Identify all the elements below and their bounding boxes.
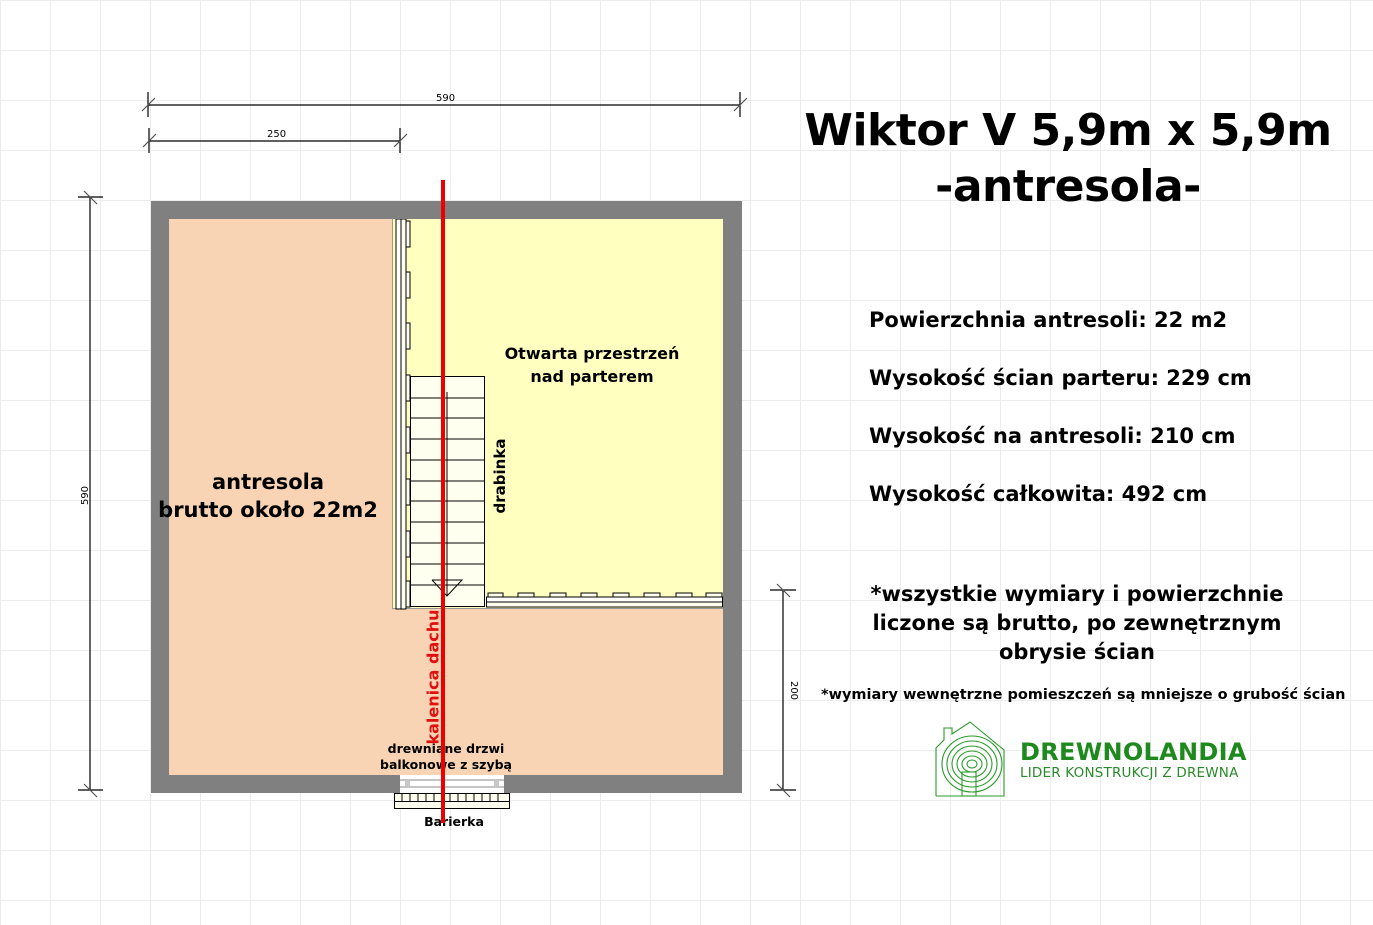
ridge-line <box>441 180 445 823</box>
dimension-lines <box>78 92 796 798</box>
railing-label: Barierka <box>424 814 484 829</box>
page-title: Wiktor V 5,9m x 5,9m -antresola- <box>788 103 1348 215</box>
door-label: drewniane drzwi balkonowe z szybą <box>376 741 516 773</box>
logo-tagline: LIDER KONSTRUKCJI Z DREWNA <box>1020 765 1239 781</box>
antresola-label-line1: antresola <box>211 470 325 494</box>
ridge-label: kalenica dachu <box>423 609 443 745</box>
internal-dimensions-note: *wymiary wewnętrzne pomieszczeń są mniej… <box>821 687 1346 703</box>
spec-area: Powierzchnia antresoli: 22 m2 <box>869 308 1228 332</box>
title-line1: Wiktor V 5,9m x 5,9m <box>804 105 1332 156</box>
title-line2: -antresola- <box>935 161 1201 212</box>
dimension-right-partial: 200 <box>788 680 800 701</box>
open-space-label: Otwarta przestrzeń nad parterem <box>492 342 692 388</box>
bottom-railing <box>486 592 723 608</box>
door-label-line1: drewniane drzwi <box>387 741 505 756</box>
ladder-stairs[interactable] <box>410 376 486 608</box>
wood-house-icon <box>935 721 1005 797</box>
ladder-label: drabinka <box>491 438 509 514</box>
balcony-railing <box>394 793 510 809</box>
antresola-label-line2: brutto około 22m2 <box>158 498 378 522</box>
note-line3: obrysie ścian <box>998 640 1156 664</box>
note-line2: liczone są brutto, po zewnętrznym <box>872 611 1282 635</box>
antresola-label: antresola brutto około 22m2 <box>150 468 386 524</box>
dimension-top-total: 590 <box>436 93 456 104</box>
spec-ground-wall-height: Wysokość ścian parteru: 229 cm <box>869 366 1252 390</box>
floor-plan: 590 250 590 200 <box>78 92 799 829</box>
open-space-label-line1: Otwarta przestrzeń <box>504 344 680 363</box>
left-railing <box>395 219 411 610</box>
open-space-label-line2: nad parterem <box>530 367 654 386</box>
dimension-left-total: 590 <box>80 485 92 506</box>
gross-dimensions-note: *wszystkie wymiary i powierzchnie liczon… <box>837 580 1317 667</box>
spec-mezzanine-height: Wysokość na antresoli: 210 cm <box>869 424 1236 448</box>
balcony-door[interactable] <box>400 775 505 795</box>
logo-name: DREWNOLANDIA <box>1020 738 1247 766</box>
dimension-top-partial: 250 <box>267 129 287 140</box>
note-line1: *wszystkie wymiary i powierzchnie <box>870 582 1284 606</box>
spec-total-height: Wysokość całkowita: 492 cm <box>869 482 1208 506</box>
logo[interactable]: DREWNOLANDIA LIDER KONSTRUKCJI Z DREWNA <box>930 720 1246 800</box>
door-label-line2: balkonowe z szybą <box>380 757 512 772</box>
